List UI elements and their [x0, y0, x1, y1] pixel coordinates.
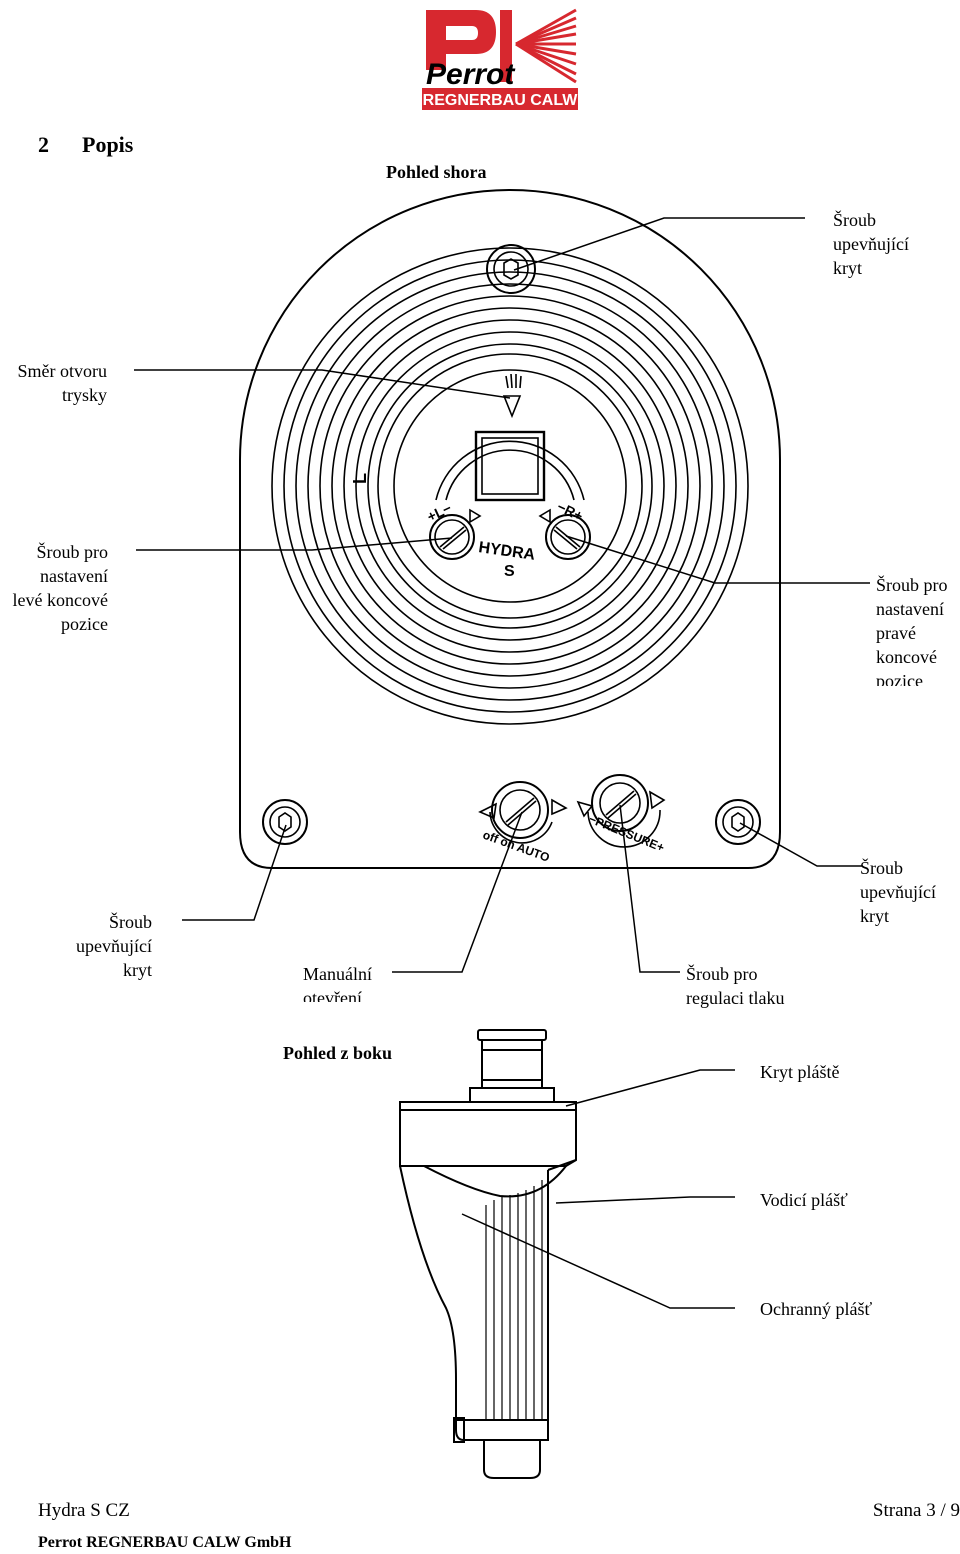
- model-name: HYDRA: [477, 539, 536, 564]
- mode-marking: off on AUTO: [481, 828, 552, 865]
- top-view-title: Pohled shora: [386, 162, 487, 182]
- label-left-end-screw: Šroub pro nastavení levé koncové pozice: [12, 542, 108, 634]
- model-sub: S: [504, 563, 515, 580]
- pressure-screw-dial-icon: [591, 774, 649, 832]
- left-adjust-screw-icon: [429, 514, 475, 560]
- perrot-logo-icon: Perrot REGNERBAU CALW: [422, 6, 579, 110]
- footer-company: Perrot REGNERBAU CALW GmbH: [38, 1534, 292, 1551]
- logo-company: REGNERBAU CALW: [423, 92, 579, 109]
- label-cover-screw-left: Šroub upevňující kryt: [76, 912, 152, 980]
- leader-lines: [134, 217, 870, 1309]
- side-view-ribs: [485, 1180, 543, 1420]
- side-view-title: Pohled z boku: [283, 1043, 393, 1063]
- cover-screw-top-icon: [486, 244, 536, 294]
- logo-brand: Perrot: [426, 58, 516, 91]
- section-title: Popis: [82, 132, 134, 157]
- top-view-body: [239, 189, 781, 869]
- label-cover-screw-right: Šroub upevňující kryt: [860, 858, 936, 926]
- label-protective-housing: Ochranný plášť: [760, 1299, 873, 1319]
- label-guide-housing: Vodicí plášť: [760, 1190, 848, 1210]
- cover-screw-right-icon: [715, 799, 761, 845]
- manual-open-dial-icon: [491, 781, 549, 839]
- footer-page-number: Strana 3 / 9: [872, 1500, 960, 1521]
- dial-logo-icon: [474, 430, 546, 502]
- label-manual-open: Manuální otevření: [303, 964, 372, 1002]
- label-right-end-screw: Šroub pro nastavení pravé koncové pozice: [876, 575, 948, 686]
- dial-letter-l: L: [350, 473, 370, 484]
- section-number: 2: [38, 132, 49, 157]
- top-view-rings: [271, 247, 749, 725]
- nozzle-arrow-icon: [502, 395, 522, 419]
- label-nozzle-direction: Směr otvoru trysky: [17, 361, 108, 405]
- pressure-marking: −PRESSURE+: [587, 812, 666, 855]
- right-adjust-screw-icon: [545, 514, 591, 560]
- label-housing-cover: Kryt pláště: [760, 1062, 840, 1082]
- label-pressure-screw: Šroub pro regulaci tlaku: [686, 964, 785, 1008]
- label-cover-screw-top: Šroub upevňující kryt: [833, 210, 909, 278]
- side-view-body: [399, 1029, 577, 1479]
- footer-doc-name: Hydra S CZ: [38, 1500, 130, 1521]
- cover-screw-left-icon: [262, 799, 308, 845]
